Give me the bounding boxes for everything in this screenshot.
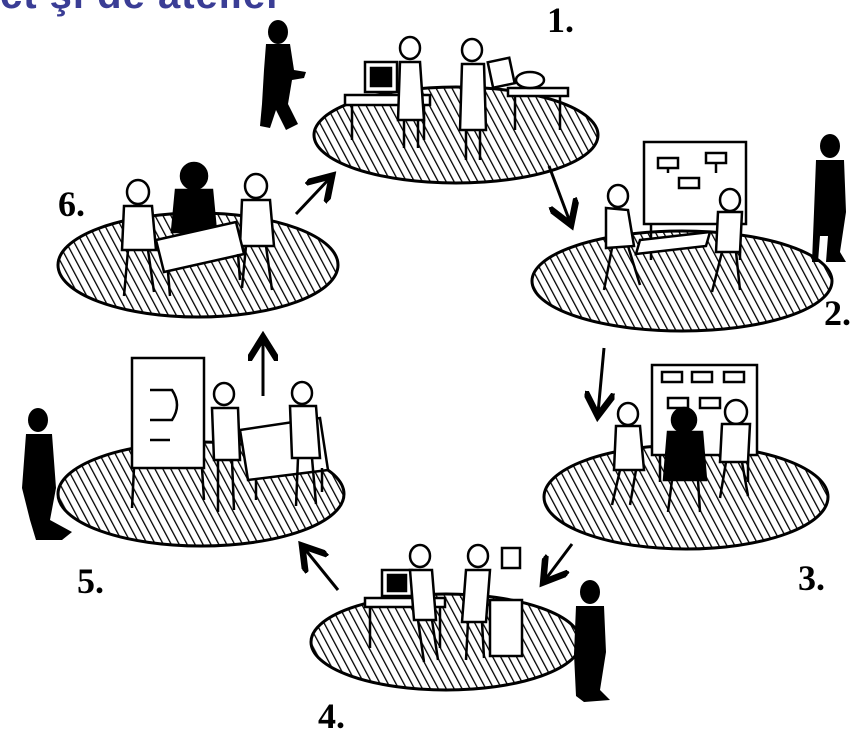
step-label-1: 1.: [547, 0, 574, 40]
arrow-2-to-3: [598, 347, 604, 413]
step-label-6: 6.: [58, 184, 85, 224]
arrow-4-to-5: [304, 548, 340, 591]
platform-2: [530, 229, 834, 333]
observer-3: [22, 408, 72, 540]
step-label-3: 3.: [798, 558, 825, 598]
scene-6-figures: [120, 161, 276, 297]
scene-4-figures: [363, 543, 524, 663]
scene-2-figures: [602, 140, 748, 293]
arrow-1-to-2: [547, 165, 570, 222]
page-title: ct şi de atelier: [0, 0, 283, 18]
arrow-3-to-4: [545, 543, 574, 580]
observer-silhouettes: [22, 20, 846, 702]
scene-1-figures: [343, 35, 570, 160]
arrow-6-to-1: [294, 178, 330, 216]
flow-arrows: [263, 165, 604, 591]
step-label-4: 4.: [318, 696, 345, 736]
platform-4: [309, 592, 583, 692]
scene-5-figures: [130, 356, 330, 512]
observer-1: [260, 20, 306, 130]
step-label-2: 2.: [824, 293, 851, 333]
observer-4: [574, 580, 610, 702]
scene-3-figures: [610, 363, 759, 513]
platform-1: [312, 85, 600, 185]
step-label-5: 5.: [77, 561, 104, 601]
observer-2: [812, 134, 846, 262]
